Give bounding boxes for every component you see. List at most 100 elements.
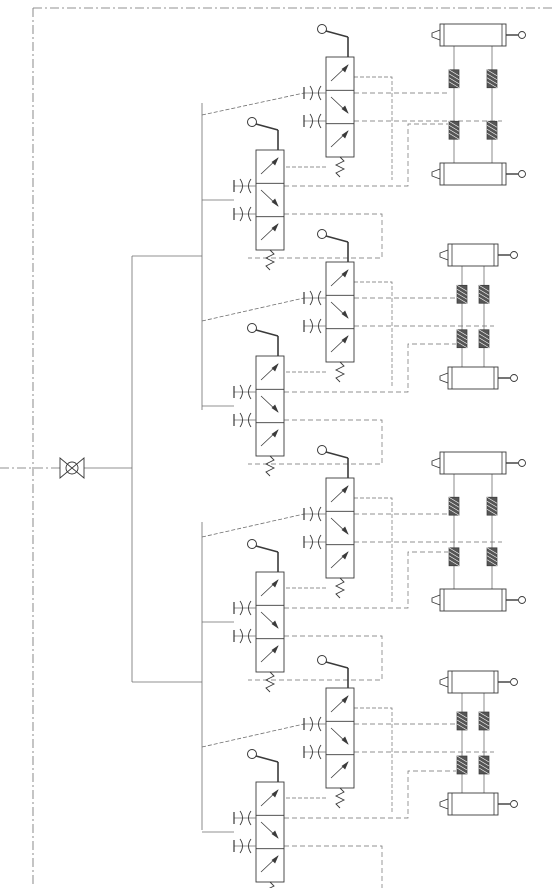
lever-arm [325, 235, 349, 243]
filter-hatch [456, 341, 468, 348]
filter-hatch [448, 128, 460, 136]
flow-restrictor-icon [233, 600, 256, 644]
rod-eye [518, 31, 526, 39]
filter-hatch [478, 285, 490, 292]
flow-arrow-head [341, 335, 349, 344]
filter-hatch [486, 496, 498, 504]
filter-hatch [456, 297, 468, 304]
cylinder-4b [439, 792, 518, 816]
flow-arrow-head [341, 64, 349, 73]
flow-arrow-head [271, 404, 279, 413]
filter-body [448, 120, 460, 140]
air-source-valve-icon [59, 457, 85, 479]
cylinder-mount [439, 798, 449, 810]
rod-eye [518, 459, 526, 467]
lever-arm [255, 329, 279, 337]
lever-icon [247, 749, 279, 782]
filter-hatch [478, 289, 490, 296]
filter-icon [486, 496, 498, 516]
cylinder-mount [439, 676, 449, 688]
filter-body [478, 711, 490, 731]
restrictor-arc [239, 600, 243, 616]
filter-hatch [456, 715, 468, 723]
restrictor-arc [309, 716, 313, 732]
filter-body [456, 755, 468, 775]
lever-knob [247, 539, 257, 549]
filter-icon [456, 711, 468, 731]
filter-hatch [448, 500, 460, 508]
restrictor-arc [239, 810, 243, 826]
filter-hatch [486, 132, 498, 140]
filter-hatch [456, 329, 468, 336]
filter-body [478, 329, 490, 349]
filter-icon [456, 755, 468, 775]
rod-eye [518, 596, 526, 604]
filter-icon [486, 547, 498, 567]
cylinder-barrel [439, 588, 507, 612]
filter-hatch [486, 69, 498, 77]
flow-arrow-head [341, 551, 349, 560]
cylinder-4a [439, 670, 518, 694]
cylinder-mount [431, 457, 441, 469]
lever-arm [255, 545, 279, 553]
lever-arm [325, 30, 349, 38]
lever-icon [247, 323, 279, 356]
valve-output [248, 635, 383, 681]
flow-arrow-head [271, 223, 279, 232]
restrictor-arc [309, 506, 313, 522]
filter-hatch [456, 719, 468, 727]
lever-arm [255, 123, 279, 131]
valve-output [248, 213, 383, 259]
restrictor-arc [309, 290, 313, 306]
cylinder-mount [431, 29, 441, 41]
filter-icon [486, 69, 498, 89]
lever-icon [317, 445, 349, 478]
flow-arrow-head [341, 269, 349, 278]
filter-body [456, 284, 468, 304]
filter-body [448, 69, 460, 89]
flow-arrow-head [341, 310, 349, 319]
components [59, 23, 526, 888]
filter-hatch [448, 496, 460, 504]
filter-body [486, 547, 498, 567]
source-triangle-right [71, 457, 85, 479]
valve-output [284, 123, 448, 187]
valve-2a [303, 229, 355, 383]
valve-1b [233, 117, 285, 271]
valve-output [284, 845, 383, 888]
spring-icon [264, 249, 276, 271]
valve-output [354, 281, 393, 386]
filter-body [478, 284, 490, 304]
restrictor-arc [318, 113, 322, 129]
restrictor-arc [309, 113, 313, 129]
filter-hatch [478, 715, 490, 723]
flow-arrow-head [271, 363, 279, 372]
restrictor-arc [318, 744, 322, 760]
filter-hatch [486, 508, 498, 516]
filter-hatch [456, 755, 468, 763]
filter-hatch [478, 767, 490, 775]
cylinder-barrel [447, 792, 499, 816]
flow-arrow-head [271, 198, 279, 207]
cylinder-mount [439, 249, 449, 261]
filter-icon [478, 329, 490, 349]
filter-hatch [486, 128, 498, 136]
valve-3b [233, 539, 285, 693]
filter-hatch [456, 337, 468, 344]
filter-hatch [456, 759, 468, 767]
filter-hatch [486, 551, 498, 559]
filter-hatch [478, 711, 490, 719]
valve-output [354, 707, 393, 812]
flow-arrow-head [271, 855, 279, 864]
rod-eye [510, 251, 518, 259]
filter-hatch [448, 120, 460, 128]
valve-output [284, 343, 456, 393]
filter-hatch [478, 293, 490, 300]
lever-icon [317, 229, 349, 262]
valve-feed [201, 92, 305, 116]
filter-hatch [456, 723, 468, 731]
filter-hatch [478, 719, 490, 727]
filter-hatch [448, 559, 460, 567]
filter-icon [448, 69, 460, 89]
filter-hatch [456, 767, 468, 775]
